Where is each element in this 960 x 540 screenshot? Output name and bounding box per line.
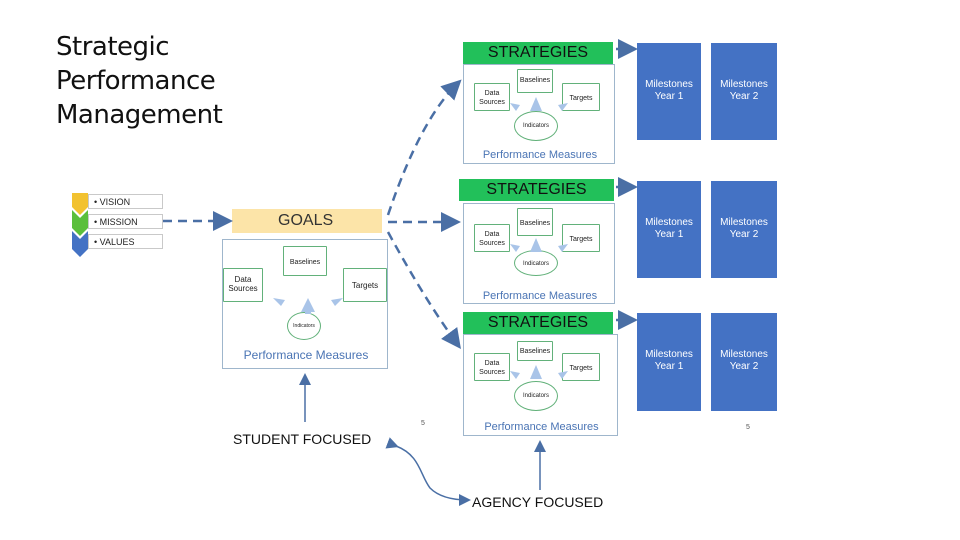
- values-chevron: [72, 231, 88, 257]
- title-line: Performance: [56, 66, 216, 96]
- pm-arrows: [273, 298, 343, 314]
- targets-box: Targets: [562, 353, 600, 381]
- targets-box: Targets: [562, 224, 600, 252]
- page-title: Strategic Performance Management: [56, 30, 223, 132]
- vision-item: • VISION: [88, 194, 163, 209]
- page-number: 5: [421, 420, 425, 427]
- pm-arrows: [510, 97, 568, 111]
- performance-measures-caption: Performance Measures: [243, 348, 369, 362]
- agency-focused-label: AGENCY FOCUSED: [472, 494, 604, 510]
- vision-chevron: [72, 193, 88, 215]
- mission-chevron: [72, 210, 88, 236]
- page-number: 5: [746, 424, 750, 431]
- performance-measures-panel: Baselines Data Sources Targets Indicator…: [222, 239, 388, 369]
- goals-bar: GOALS: [232, 209, 382, 233]
- milestone-year-2: Milestones Year 2: [711, 181, 777, 278]
- performance-measures-panel-2: Baselines Data Sources Targets Indicator…: [463, 203, 615, 304]
- baselines-box: Baselines: [517, 69, 553, 93]
- performance-measures-panel-3: Baselines Data Sources Targets Indicator…: [463, 334, 618, 436]
- targets-box: Targets: [343, 268, 387, 302]
- strategies-bar-2: STRATEGIES: [459, 179, 614, 201]
- milestone-year-2: Milestones Year 2: [711, 313, 777, 411]
- indicators-circle: Indicators: [514, 381, 558, 411]
- strategies-bar-3: STRATEGIES: [463, 312, 613, 334]
- indicators-circle: Indicators: [287, 312, 321, 340]
- baselines-box: Baselines: [283, 246, 327, 276]
- student-agency-link-arrow: [385, 437, 471, 506]
- milestone-year-1: Milestones Year 1: [637, 181, 701, 278]
- milestone-year-1: Milestones Year 1: [637, 43, 701, 140]
- strategies-bar-1: STRATEGIES: [463, 42, 613, 64]
- title-line: Management: [56, 100, 223, 130]
- student-focused-label: STUDENT FOCUSED: [233, 431, 372, 447]
- performance-measures-caption: Performance Measures: [482, 149, 598, 161]
- pm-arrows: [510, 238, 568, 252]
- goals-to-strategy-3-arrow: [386, 231, 461, 350]
- values-item: • VALUES: [88, 234, 163, 249]
- indicators-circle: Indicators: [514, 250, 558, 276]
- pm-arrows: [510, 365, 568, 379]
- data-sources-box: Data Sources: [474, 353, 510, 381]
- title-line: Strategic: [56, 32, 170, 62]
- indicators-circle: Indicators: [514, 111, 558, 141]
- data-sources-box: Data Sources: [223, 268, 263, 302]
- data-sources-box: Data Sources: [474, 224, 510, 252]
- baselines-box: Baselines: [517, 208, 553, 236]
- performance-measures-caption: Performance Measures: [482, 290, 598, 302]
- targets-box: Targets: [562, 83, 600, 111]
- performance-measures-panel-1: Baselines Data Sources Targets Indicator…: [463, 64, 615, 164]
- milestone-year-2: Milestones Year 2: [711, 43, 777, 140]
- data-sources-box: Data Sources: [474, 83, 510, 111]
- mission-item: • MISSION: [88, 214, 163, 229]
- performance-measures-caption: Performance Measures: [484, 421, 599, 433]
- milestone-year-1: Milestones Year 1: [637, 313, 701, 411]
- baselines-box: Baselines: [517, 341, 553, 361]
- vmv-chevrons: [72, 193, 88, 257]
- goals-to-strategy-1-arrow: [386, 79, 462, 216]
